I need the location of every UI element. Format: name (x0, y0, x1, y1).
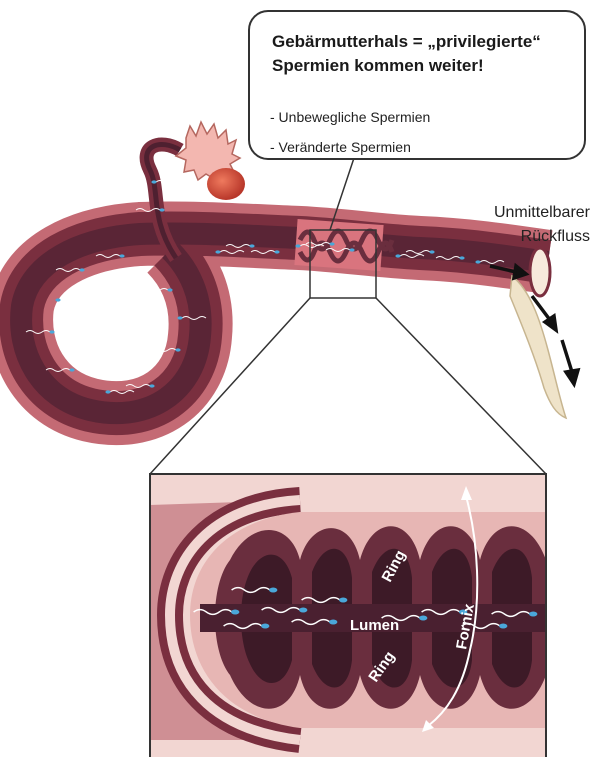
uterus-tube (21, 122, 578, 418)
reflux-label-text: Unmittelbarer Rückfluss (460, 201, 590, 249)
callout-box: Gebärmutterhals = „privilegierte“ Spermi… (248, 10, 586, 160)
zoom-line-right (376, 298, 546, 474)
callout-item-altered: - Veränderte Spermien (270, 134, 430, 160)
lumen-label: Lumen (350, 617, 399, 634)
callout-list: - Unbewegliche Spermien - Veränderte Spe… (270, 104, 430, 164)
reflux-label: Unmittelbarer Rückfluss (460, 201, 590, 249)
sperm-icon (144, 288, 173, 291)
sperm-icon (55, 298, 84, 301)
cervix-detail-panel: Ring Ring Lumen Fornix (150, 474, 546, 757)
reflux-fluid (510, 276, 566, 418)
cervical-opening (530, 248, 550, 296)
callout-item-immotile: - Unbewegliche Spermien (270, 104, 430, 130)
sperm-icon (151, 180, 180, 183)
callout-title: Gebärmutterhals = „privilegierte“ Spermi… (272, 30, 582, 78)
egg-icon (207, 168, 245, 200)
